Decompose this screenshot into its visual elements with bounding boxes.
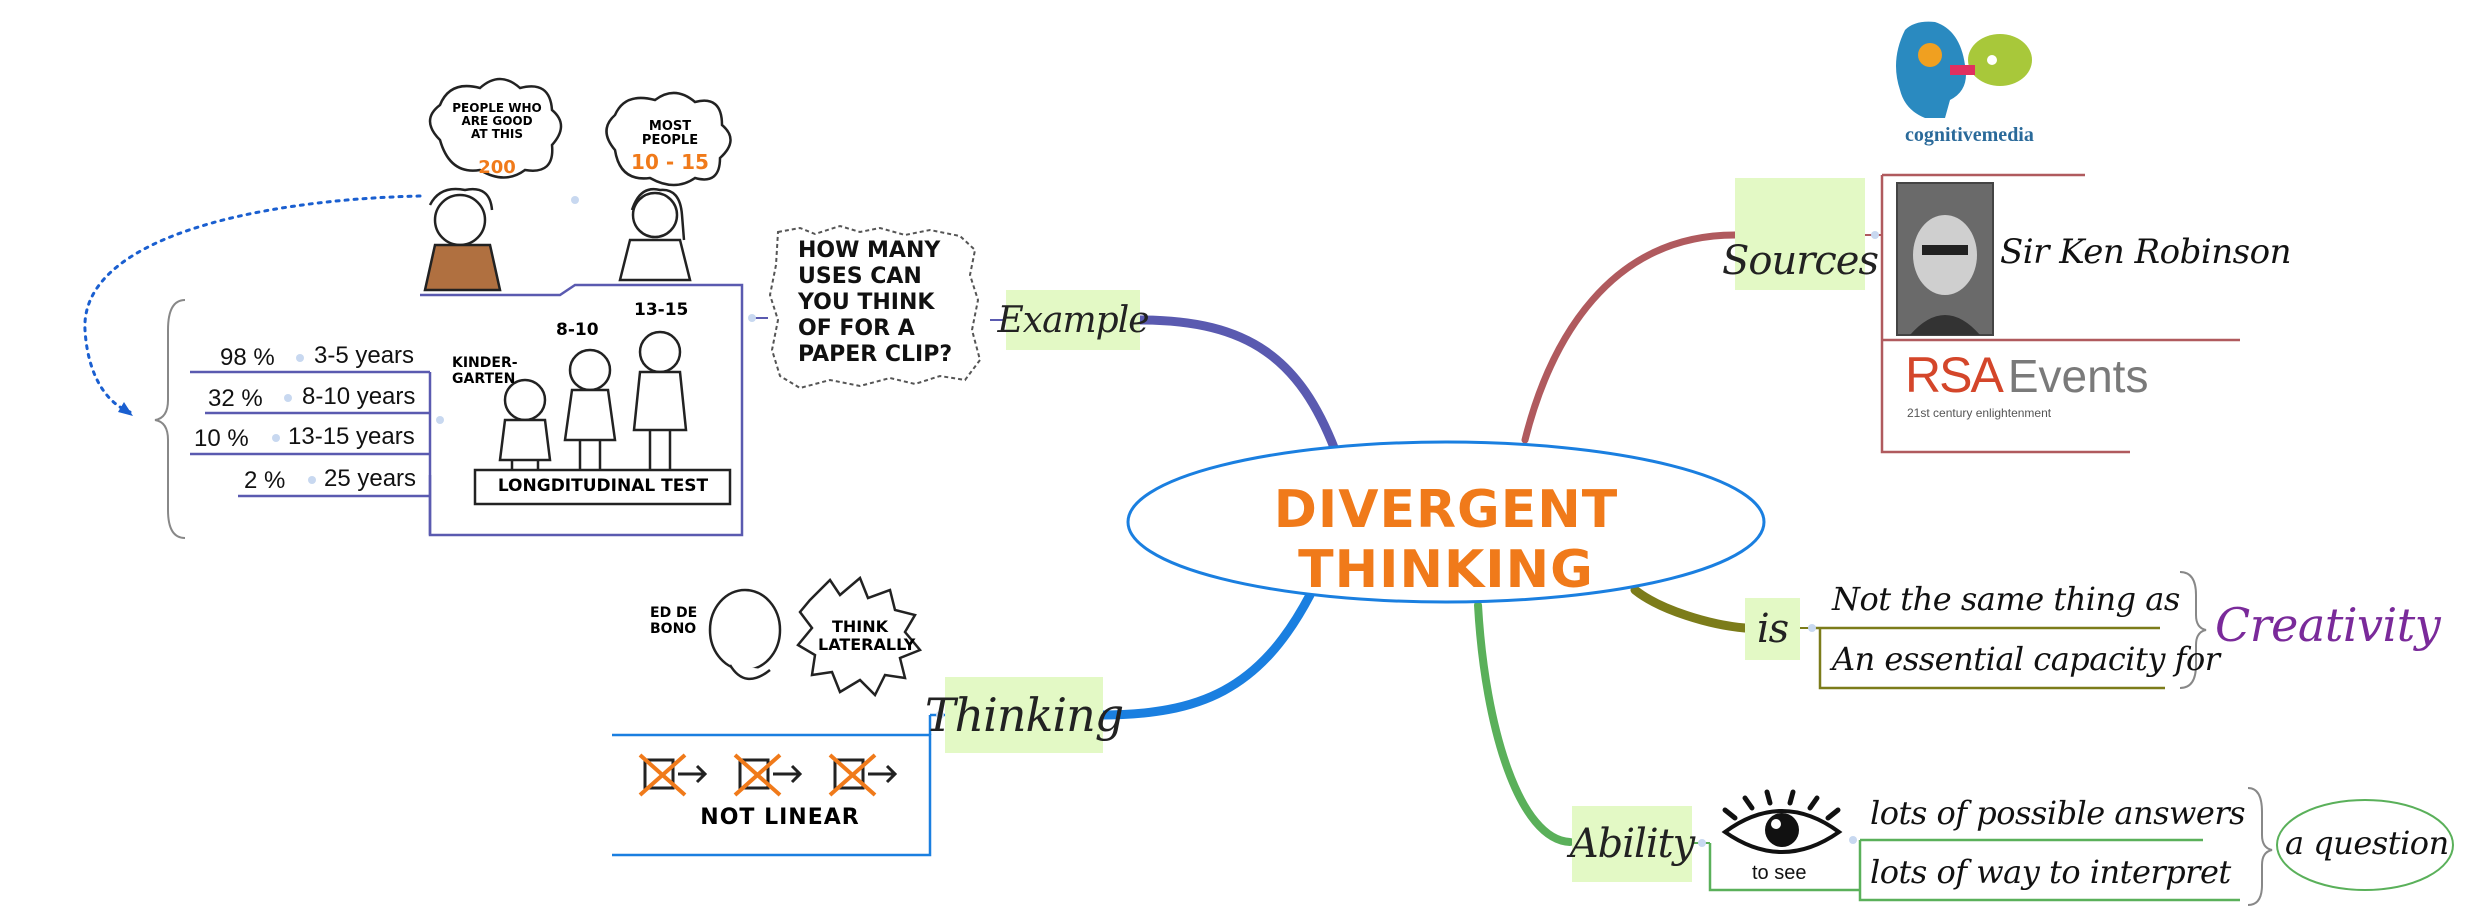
ability-item-2[interactable]: lots of way to interpret xyxy=(1870,853,2231,891)
think-laterally-text: THINK LATERALLY xyxy=(818,617,916,654)
eye-icon xyxy=(1721,789,1843,854)
bubble-right-number: 10 - 15 xyxy=(631,150,709,174)
rsa-text: RSA xyxy=(1905,347,2004,403)
age-label-13-15: 13-15 xyxy=(634,300,689,320)
cross-marks xyxy=(638,753,877,797)
person-sketch-left xyxy=(423,187,502,292)
is-brace xyxy=(2179,571,2207,689)
result-age-2[interactable]: 8-10 years xyxy=(302,383,416,410)
person-sketch-right xyxy=(618,187,692,282)
example-node[interactable]: Example xyxy=(997,290,1150,350)
ed-de-bono-label: ED DE BONO xyxy=(650,605,698,637)
bubble-left xyxy=(428,77,563,179)
is-item-2[interactable]: An essential capacity for xyxy=(1832,640,2220,678)
ken-robinson-photo xyxy=(1896,182,1994,336)
sources-node[interactable]: Sources xyxy=(1722,178,1879,290)
rsa-tagline: 21st century enlightenment xyxy=(1907,406,2052,420)
bubble-left-text: PEOPLE WHO ARE GOOD AT THIS xyxy=(452,101,542,141)
result-age-1[interactable]: 3-5 years xyxy=(314,342,415,369)
kindergarten-label: KINDER- GARTEN xyxy=(452,355,518,387)
cognitive-media-text: cognitivemedia xyxy=(1905,124,2034,146)
kids-sketch xyxy=(473,330,732,506)
example-branch-line xyxy=(1135,315,1340,455)
result-percent-2[interactable]: 32 % xyxy=(208,385,263,412)
question-label[interactable]: a question xyxy=(2285,824,2449,862)
thinking-branch-line xyxy=(1095,590,1315,720)
not-linear-frame xyxy=(612,733,932,857)
is-branch-line xyxy=(1630,585,1750,633)
creativity-label[interactable]: Creativity xyxy=(2215,598,2441,652)
eye-caption: to see xyxy=(1752,862,1807,884)
result-percent-4[interactable]: 2 % xyxy=(244,467,286,494)
results-brace xyxy=(154,299,186,539)
sources-label: Sources xyxy=(1722,238,1879,284)
dotted-arrow xyxy=(83,194,422,414)
result-age-3[interactable]: 13-15 years xyxy=(288,423,415,450)
is-node[interactable]: is xyxy=(1745,598,1800,660)
bubble-right xyxy=(605,91,732,187)
result-percent-3[interactable]: 10 % xyxy=(194,425,249,452)
question-outline xyxy=(2276,799,2454,891)
result-age-4[interactable]: 25 years xyxy=(324,465,417,492)
sources-branch-line xyxy=(1521,231,1739,444)
cognitive-media-logo xyxy=(1896,21,2032,119)
bubble-right-text: MOST PEOPLE xyxy=(641,119,699,148)
test-caption: LONGDITUDINAL TEST xyxy=(497,476,709,496)
age-label-8-10: 8-10 xyxy=(556,320,599,340)
ed-de-bono-sketch xyxy=(708,575,923,698)
ability-brace xyxy=(2247,787,2273,906)
central-node-outline xyxy=(1126,440,1766,604)
ability-branch-line xyxy=(1474,601,1574,846)
ability-item-1[interactable]: lots of possible answers xyxy=(1870,794,2246,832)
not-linear-arrows xyxy=(643,758,898,790)
thinking-node[interactable]: Thinking xyxy=(925,677,1124,753)
result-percent-1[interactable]: 98 % xyxy=(220,344,275,371)
question-cloud xyxy=(768,224,982,390)
not-linear-caption: NOT LINEAR xyxy=(700,805,860,830)
is-item-1[interactable]: Not the same thing as xyxy=(1832,580,2180,618)
bubble-left-number: 200 xyxy=(478,157,516,178)
central-title[interactable]: DIVERGENT THINKING xyxy=(1273,480,1619,600)
events-text: Events xyxy=(2007,350,2149,402)
ability-node[interactable]: Ability xyxy=(1570,806,1695,882)
ken-robinson-name[interactable]: Sir Ken Robinson xyxy=(2000,232,2291,272)
paper-clip-question: HOW MANY USES CAN YOU THINK OF FOR A PAP… xyxy=(798,238,953,367)
